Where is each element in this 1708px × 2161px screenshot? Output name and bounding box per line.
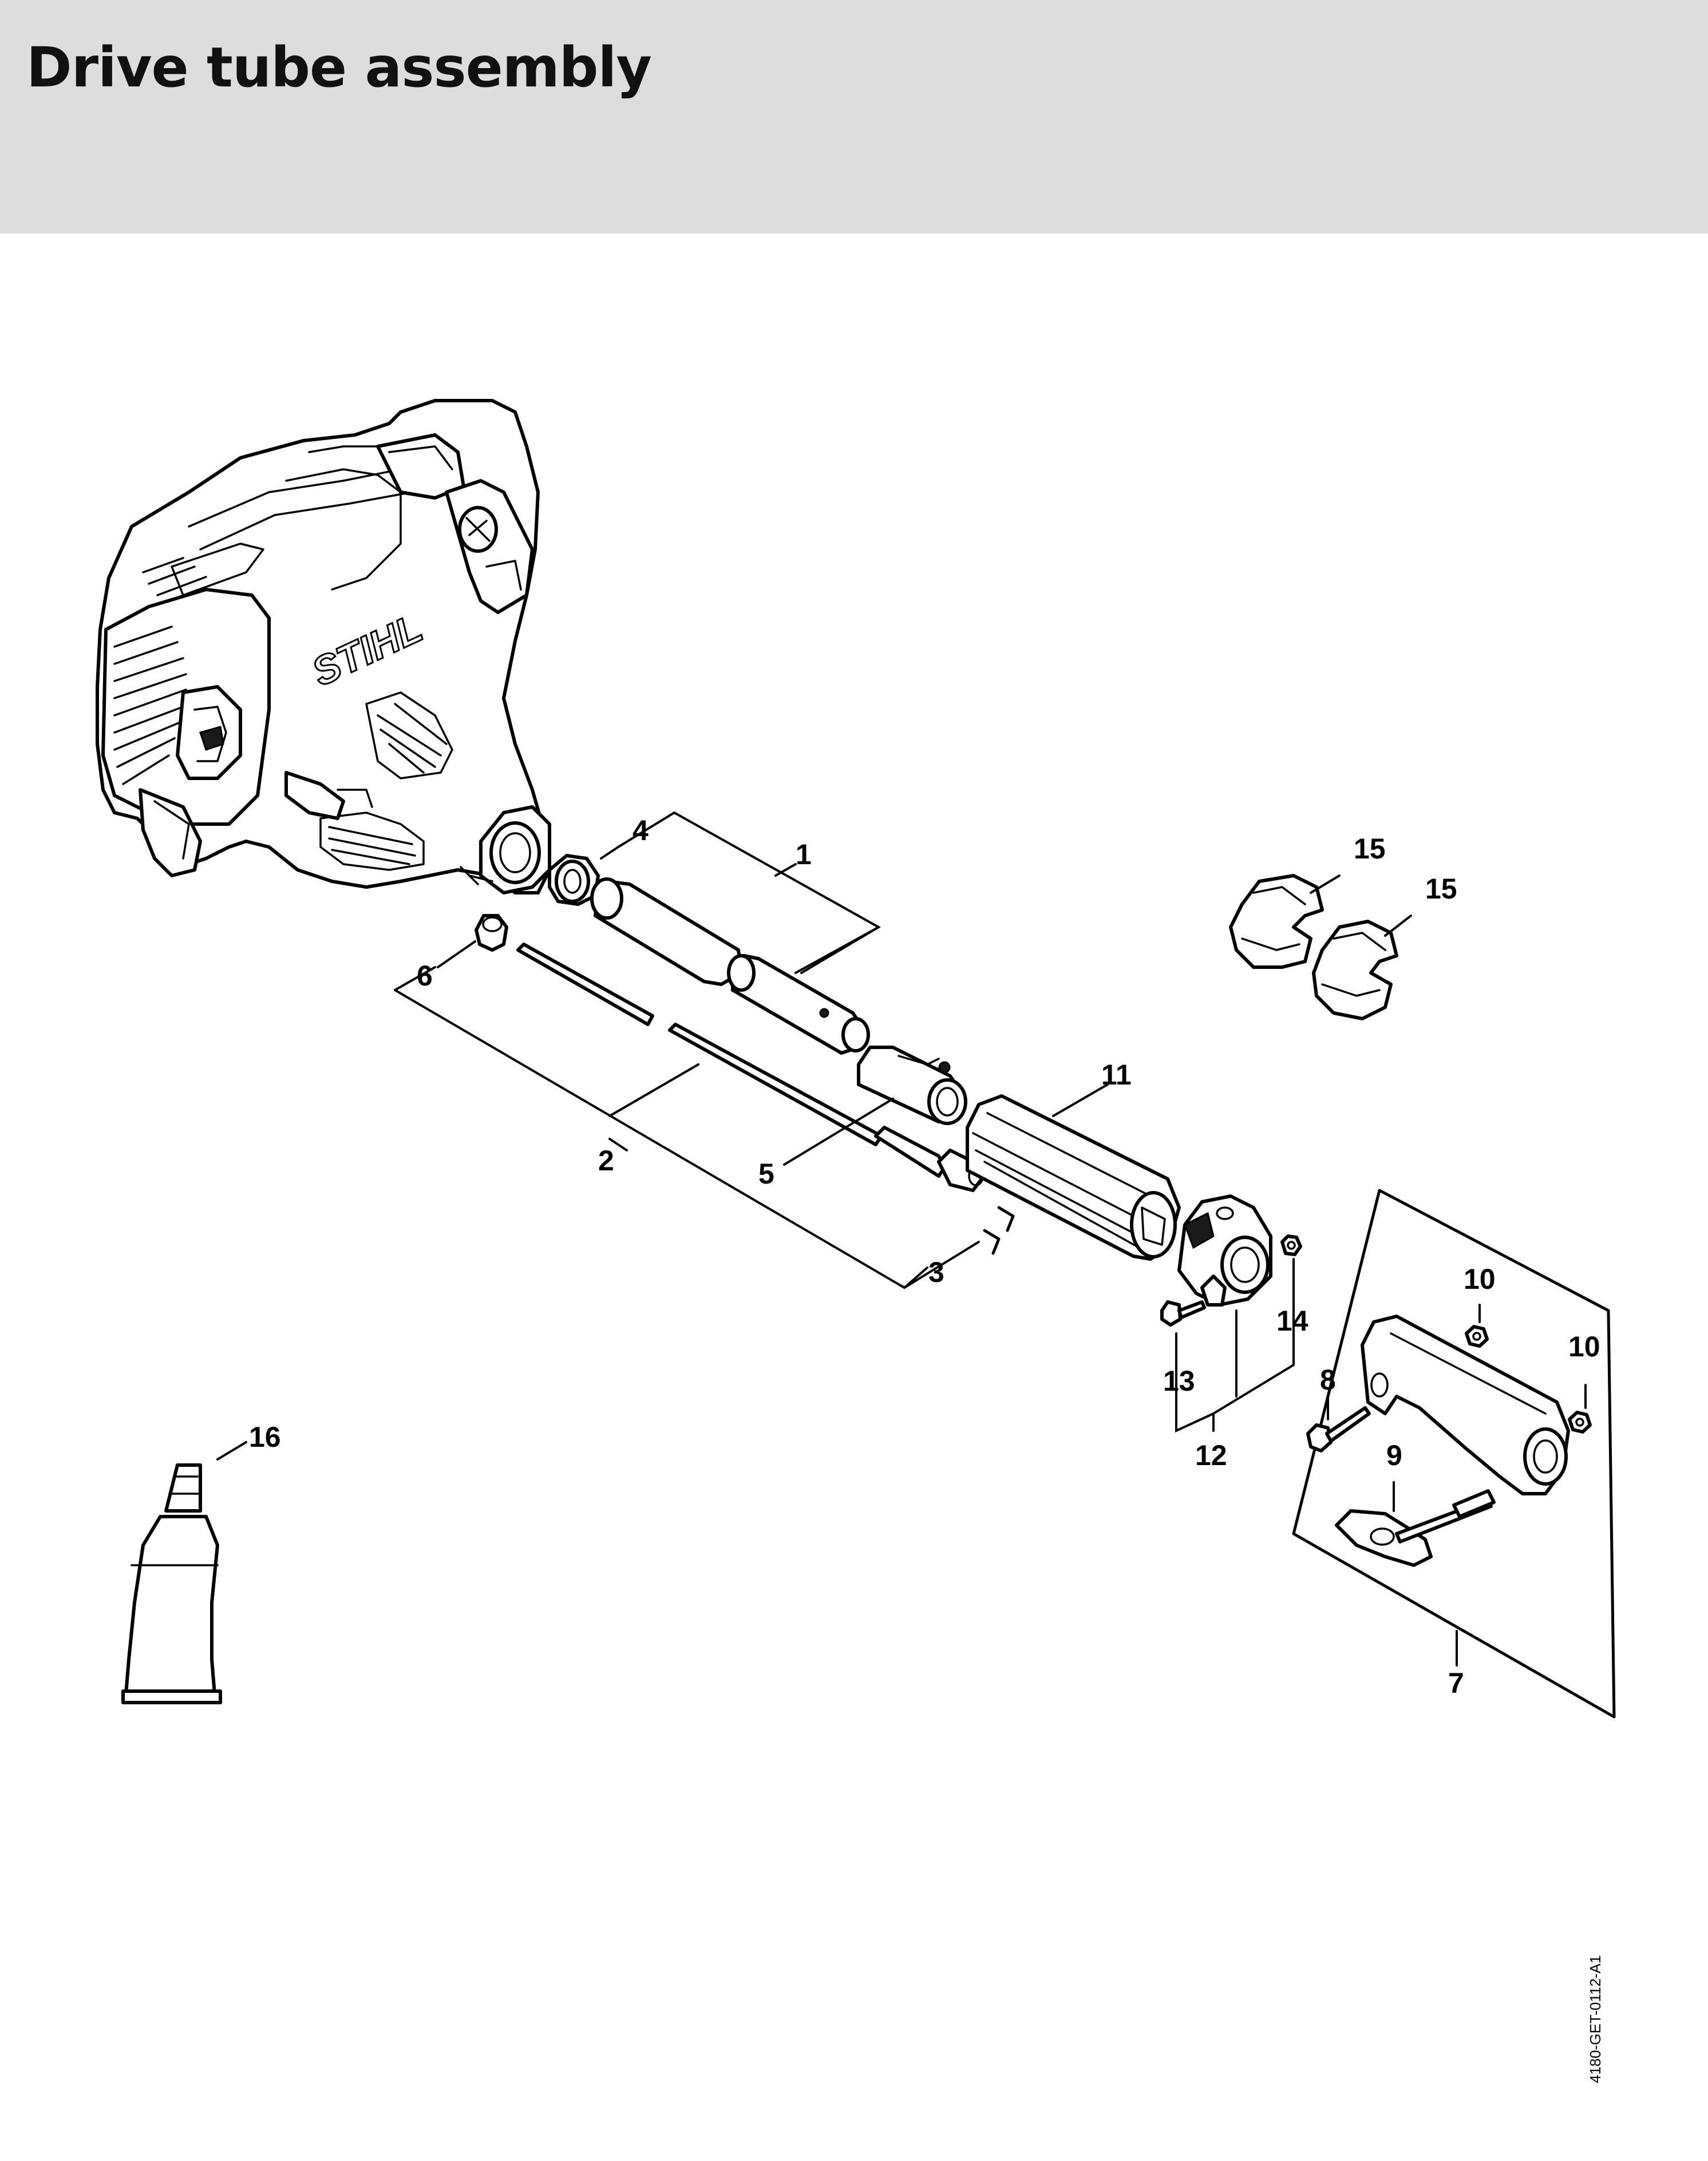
part-8-screw: [1306, 1406, 1371, 1452]
callout-9: 9: [1386, 1439, 1402, 1471]
callout-1: 1: [796, 838, 812, 870]
part-15-clip-b: [1312, 920, 1398, 1020]
callout-labels: 1 2 3 4 5 6 7 8 9 10 10 11 12 13 14 15 1…: [249, 814, 1600, 1699]
leader-lines: [216, 812, 1587, 1667]
page-title: Drive tube assembly: [26, 35, 652, 100]
part-13-screw: [1160, 1300, 1206, 1327]
part-15-clip-a: [1229, 874, 1324, 969]
part-16-grease-tube: [121, 1463, 222, 1704]
part-7-frame: [1292, 1189, 1616, 1719]
part-10-nut-b: [1568, 1411, 1592, 1434]
part-1-drive-tube: [590, 877, 870, 1055]
callout-15-upper: 15: [1354, 833, 1386, 865]
part-9-knob: [1335, 1489, 1496, 1567]
engine-powerhead: STIHL: [96, 399, 551, 895]
part-2-drive-shaft: [516, 943, 984, 1192]
callout-7: 7: [1448, 1667, 1464, 1699]
part-10-nut-a: [1465, 1325, 1489, 1348]
callout-4: 4: [632, 814, 649, 846]
callout-12: 12: [1195, 1439, 1227, 1471]
callout-3: 3: [928, 1256, 944, 1288]
part-11-rubber-sleeve: [966, 1094, 1181, 1261]
callout-14: 14: [1276, 1305, 1308, 1337]
part-3-clips: [983, 1206, 1015, 1255]
callout-15-lower: 15: [1425, 873, 1457, 905]
cooling-fins: [113, 543, 453, 871]
part-7-handle-body: [1361, 1315, 1570, 1495]
callout-13: 13: [1163, 1365, 1195, 1397]
callout-5: 5: [758, 1158, 774, 1190]
part-14-nut: [1280, 1234, 1302, 1256]
part-12-clamp: [1177, 1194, 1272, 1307]
part-6-bushing: [475, 914, 508, 952]
callout-11: 11: [1101, 1059, 1132, 1091]
part-4-bushing: [548, 854, 600, 906]
callout-8: 8: [1320, 1364, 1336, 1396]
part-5-sleeve: [857, 1046, 967, 1125]
callout-16: 16: [249, 1421, 281, 1453]
callout-10-upper: 10: [1464, 1263, 1496, 1295]
callout-10-lower: 10: [1568, 1331, 1600, 1363]
document-code: 4180-GET-0112-A1: [1587, 1955, 1604, 2083]
page-header: Drive tube assembly: [0, 0, 1708, 233]
callout-6: 6: [417, 960, 433, 992]
callout-2: 2: [598, 1145, 614, 1177]
